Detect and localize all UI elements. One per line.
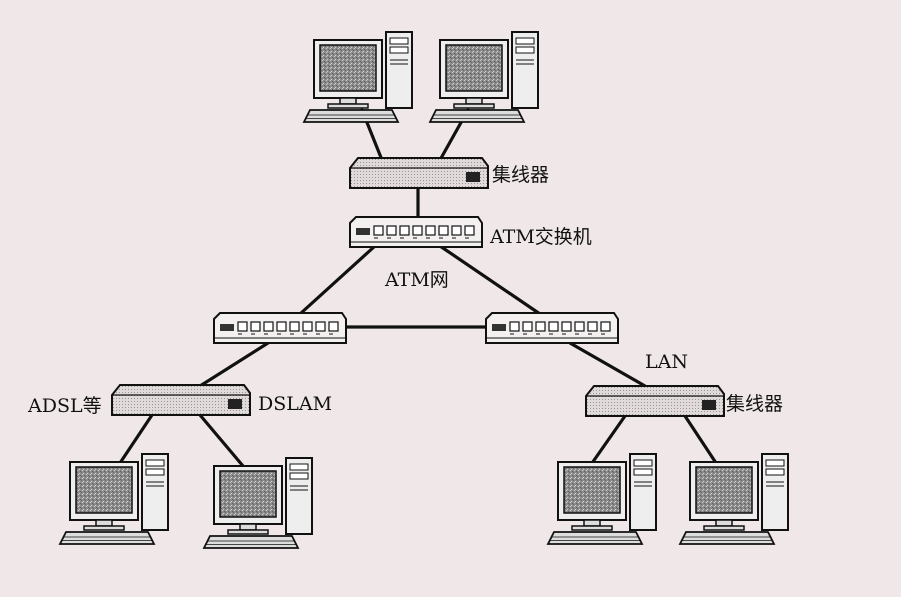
link-atm-right <box>438 244 542 316</box>
hub-icon <box>111 384 251 416</box>
label-adsl: ADSL等 <box>27 395 102 417</box>
link-right-switch-hub <box>568 341 647 388</box>
label-atm-switch: ATM交换机 <box>489 226 592 248</box>
label-atm-network: ATM网 <box>384 269 449 291</box>
label-right-hub: 集线器 <box>726 393 783 415</box>
label-lan: LAN <box>645 351 688 373</box>
switch-icon <box>485 312 619 344</box>
link-atm-left <box>298 244 377 316</box>
switch-icon <box>213 312 347 344</box>
link-dslam-pc-left <box>116 413 154 468</box>
link-left-switch-dslam <box>198 341 270 388</box>
link-hub-pc-right <box>683 414 720 468</box>
computer-icon <box>547 453 657 545</box>
computer-icon <box>59 453 169 545</box>
hub-icon <box>349 157 489 189</box>
computer-icon <box>303 31 413 123</box>
links <box>116 108 720 468</box>
computer-icon <box>679 453 789 545</box>
computer-icon <box>429 31 539 123</box>
label-dslam: DSLAM <box>258 393 332 415</box>
hub-icon <box>585 385 725 417</box>
link-hub-pc-left <box>588 414 627 468</box>
computer-icon <box>203 457 313 549</box>
link-dslam-pc-right <box>198 413 245 468</box>
label-top-hub: 集线器 <box>492 164 549 186</box>
switch-icon <box>349 216 483 248</box>
